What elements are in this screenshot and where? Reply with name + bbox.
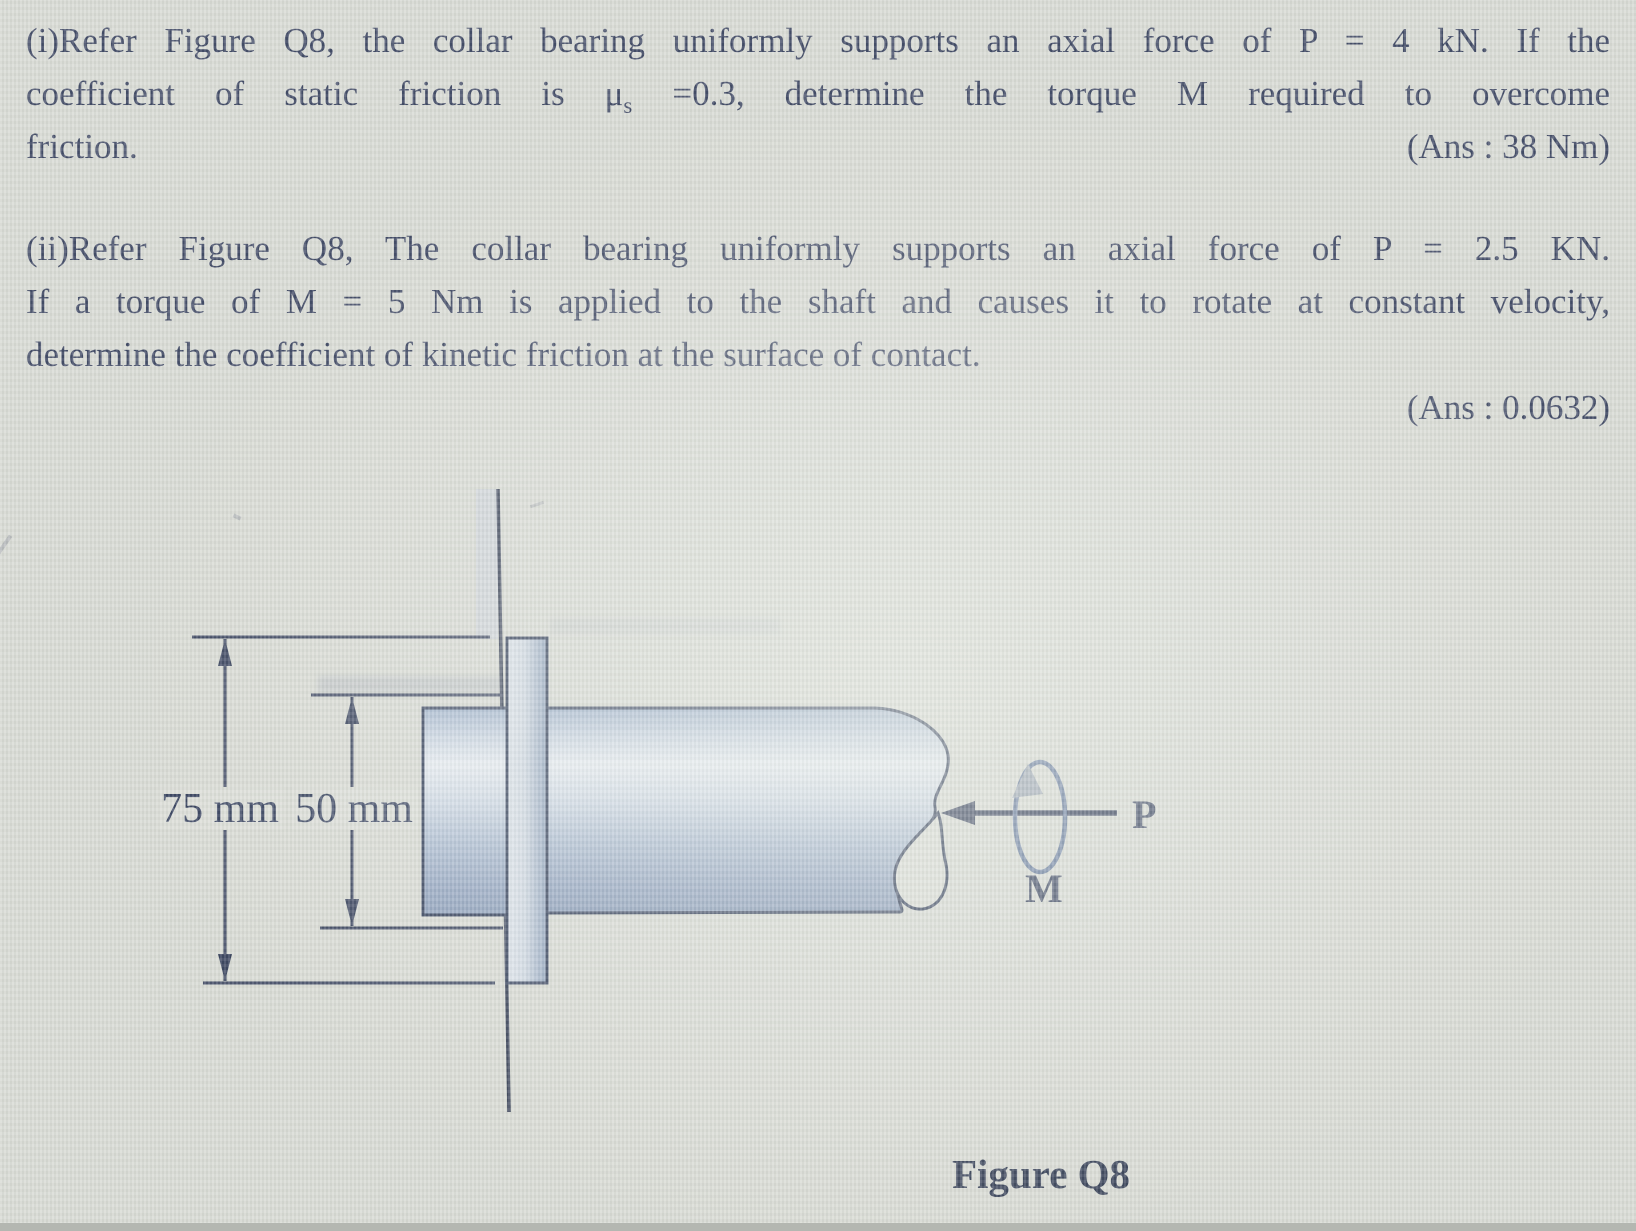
dimension-50mm-label: 50 mm xyxy=(295,786,413,832)
problem-i-line-2: coefficient of static friction is μs =0.… xyxy=(26,67,1610,120)
problem-i-line-2-prefix: coefficient of static friction is μ xyxy=(26,74,624,113)
mu-subscript: s xyxy=(623,93,633,118)
problem-ii-paragraph: (ii)Refer Figure Q8, The collar bearing … xyxy=(26,222,1610,434)
arrowhead-50-top xyxy=(345,697,359,724)
arrowhead-50-bottom xyxy=(345,899,359,926)
force-p-label: P xyxy=(1132,792,1156,837)
wall-slab xyxy=(476,489,498,639)
figure-caption: Figure Q8 xyxy=(952,1151,1131,1197)
problem-ii-line-1: (ii)Refer Figure Q8, The collar bearing … xyxy=(26,229,1610,268)
screen-bottom-edge xyxy=(0,1223,1636,1231)
problem-ii-line-3: determine the coefficient of kinetic fri… xyxy=(26,335,981,374)
collar xyxy=(505,636,549,985)
photo-smudge xyxy=(550,618,780,634)
problem-i-answer: (Ans : 38 Nm) xyxy=(1406,127,1610,166)
torque-m-label: M xyxy=(1025,866,1063,911)
dimension-75mm-label: 75 mm xyxy=(161,786,279,832)
problem-i-paragraph: (i)Refer Figure Q8, the collar bearing u… xyxy=(26,14,1610,173)
photo-smudge xyxy=(318,676,502,693)
force-p-arrowhead xyxy=(941,801,975,825)
moment-m-arrowhead xyxy=(1012,764,1043,798)
problem-i-line-1: (i)Refer Figure Q8, the collar bearing u… xyxy=(26,21,1610,60)
shaft xyxy=(541,706,950,915)
problem-ii-answer: (Ans : 0.0632) xyxy=(1406,388,1610,427)
shaft-hub xyxy=(421,706,512,917)
problem-i-line-3-text: friction. xyxy=(26,127,138,166)
arrowhead-75-top xyxy=(218,639,232,666)
figure-q8-diagram: 75 mm 50 mm P M xyxy=(0,440,1260,1130)
problem-i-line-3: friction. (Ans : 38 Nm) xyxy=(26,120,1610,173)
problem-i-line-2-suffix: =0.3, determine the torque M required to… xyxy=(632,74,1610,113)
arrowhead-75-bottom xyxy=(218,954,232,981)
problem-ii-line-2: If a torque of M = 5 Nm is applied to th… xyxy=(26,282,1610,321)
